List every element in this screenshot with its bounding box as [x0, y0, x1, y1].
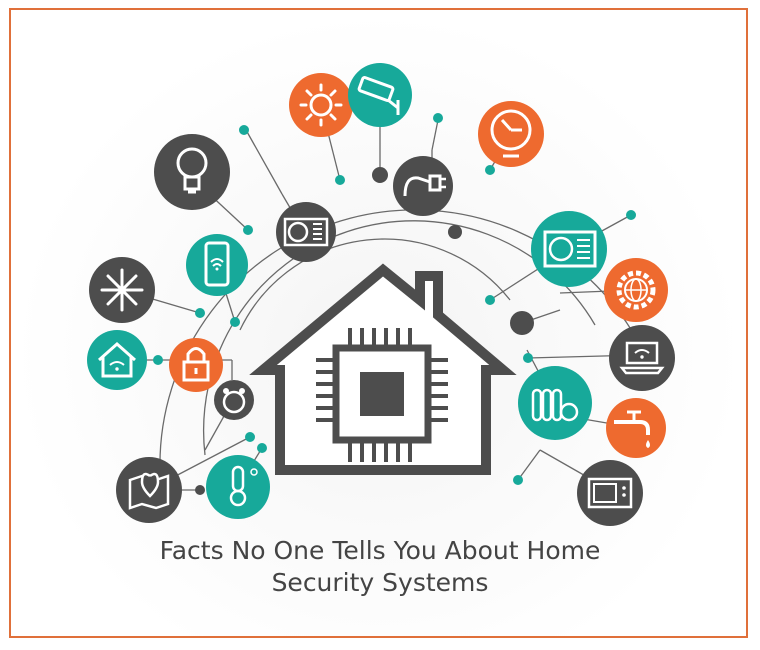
power-plug-icon — [393, 156, 453, 216]
cctv-camera-icon — [348, 63, 412, 127]
light-bulb-icon — [154, 134, 230, 210]
ventilation-fan-icon — [276, 202, 336, 262]
caption-line-2: Security Systems — [271, 568, 489, 597]
thermometer-icon — [206, 455, 270, 519]
air-conditioner-icon — [531, 211, 607, 287]
water-tap-icon — [606, 398, 666, 458]
connector-dots — [153, 113, 636, 495]
laptop-wifi-icon — [609, 325, 675, 391]
alarm-clock-icon — [214, 380, 254, 420]
sun-icon — [289, 73, 353, 137]
clock-icon — [478, 101, 544, 167]
caption-line-1: Facts No One Tells You About Home — [159, 536, 601, 565]
house-chip-icon — [249, 263, 517, 475]
radiator-icon — [518, 366, 592, 440]
map-location-icon — [116, 457, 182, 523]
snowflake-icon — [89, 257, 155, 323]
microwave-icon — [577, 460, 643, 526]
gear-globe-icon — [604, 258, 668, 322]
smartphone-wifi-icon — [186, 234, 248, 296]
padlock-icon — [169, 338, 223, 392]
smart-home-wifi-icon — [87, 330, 147, 390]
caption: Facts No One Tells You About Home Securi… — [0, 535, 760, 599]
